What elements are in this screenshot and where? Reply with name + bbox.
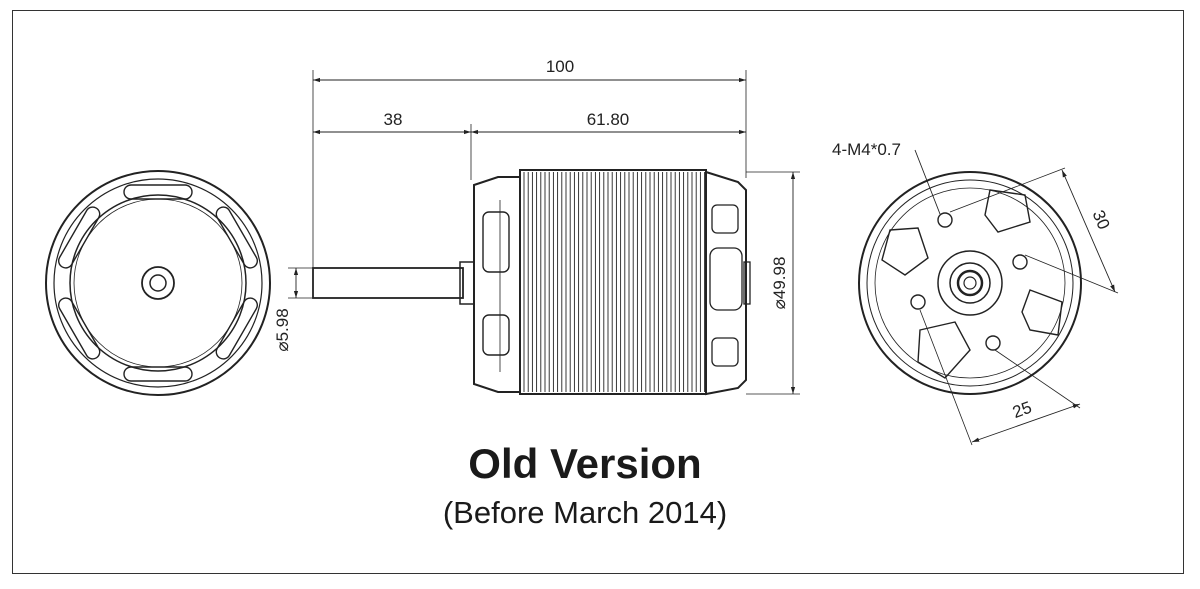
can-length-label: 61.80 <box>587 110 630 129</box>
drawing-subtitle: (Before March 2014) <box>442 495 728 530</box>
can-diameter-label: ⌀49.98 <box>770 257 789 310</box>
shaft-diameter-label: ⌀5.98 <box>273 308 292 351</box>
mount-thread-label: 4-M4*0.7 <box>832 140 901 159</box>
bolt-spacing-b-label: 25 <box>1010 398 1034 422</box>
shaft-length-label: 38 <box>384 110 403 129</box>
bolt-spacing-a-label: 30 <box>1089 207 1114 232</box>
front-view <box>45 170 271 396</box>
overall-length-label: 100 <box>546 57 574 76</box>
drawing-frame <box>12 10 1184 574</box>
rear-view <box>858 149 1119 446</box>
drawing-title: Old Version <box>468 440 702 487</box>
side-view <box>288 70 800 396</box>
